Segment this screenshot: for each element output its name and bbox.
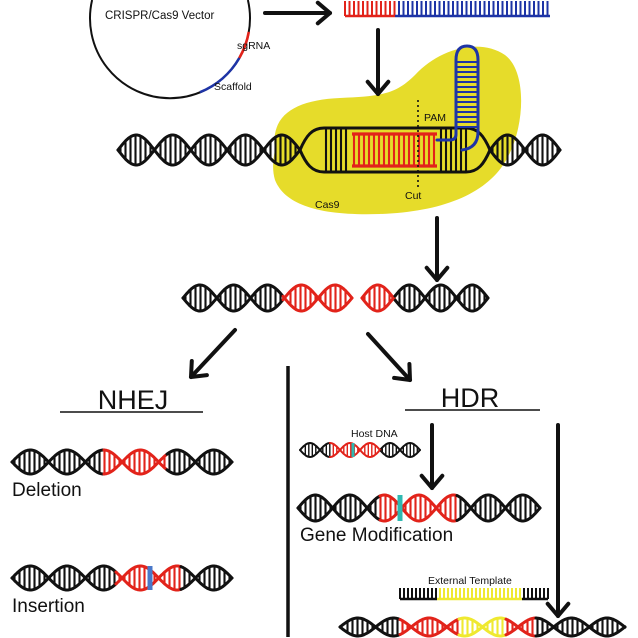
gene-modification-marker (397, 495, 403, 521)
cut-dna-left-strand (181, 283, 285, 313)
host-dna-strand (299, 442, 331, 458)
target-dna-complex (116, 44, 562, 174)
unwound-bottom-strand (298, 148, 492, 174)
deletion-dna-strand (102, 448, 169, 476)
plasmid-sgrna-segment (238, 31, 251, 59)
deletion-dna-strand (10, 448, 106, 476)
deletion-dna-strand (102, 448, 169, 476)
deletion-dna-strand (10, 448, 106, 476)
host-dna-strand (380, 442, 421, 458)
template-integrated-dna-strand (534, 616, 627, 638)
external-template-label: External Template (428, 575, 512, 587)
cas9-label: Cas9 (315, 199, 340, 211)
insertion-dna-strand (10, 564, 118, 592)
host-dna-strand (329, 442, 382, 458)
cut-to-hdr-arrow-head (392, 362, 412, 382)
template-integrated-dna-strand (398, 617, 461, 638)
gene-modification-dna-strand (455, 493, 542, 523)
cut-dna-right-strand (360, 283, 397, 302)
sgrna-to-cas9-arrow-head (365, 79, 391, 96)
cut-dna-right-strand (360, 294, 397, 313)
template-integrated-dna-strand (338, 616, 402, 638)
cut-dna-left-strand (281, 283, 354, 313)
gene-modification-dna-strand (378, 493, 459, 523)
scaffold-label: Scaffold (214, 81, 252, 93)
cut-to-hdr-arrow-shaft (366, 332, 412, 382)
host-dna-marker (351, 443, 355, 457)
host-dna-strand (299, 442, 331, 458)
cut-to-nhej-arrow-shaft (189, 328, 237, 379)
pam-label: PAM (424, 112, 446, 124)
plasmid-scaffold-segment (199, 57, 241, 94)
target-dna-right-strand (488, 133, 562, 167)
gene-modification-dna-strand (296, 493, 382, 523)
cut-label: Cut (405, 190, 421, 202)
scaffold-hairpin (435, 44, 480, 152)
cas9-protein (273, 46, 522, 215)
template-integrated-dna-strand (534, 616, 627, 638)
deletion-label: Deletion (12, 480, 82, 501)
gene-modification-label: Gene Modification (300, 525, 453, 546)
insertion-dna-strand (179, 564, 234, 591)
target-dna-left-strand (116, 133, 302, 167)
cut-dna-left-strand (181, 283, 285, 313)
host-dna-strand (329, 442, 382, 458)
insertion-dna-strand (179, 565, 234, 592)
vector-to-sgrna-arrow-head (315, 0, 332, 26)
sgrna-label: sgRNA (237, 40, 270, 52)
gene-modification-dna-strand (378, 493, 459, 523)
nhej-outcomes (10, 448, 234, 592)
vector-plasmid (89, 0, 251, 100)
vector-label: CRISPR/Cas9 Vector (105, 10, 214, 22)
hdr-outcomes (296, 442, 627, 638)
template-to-integration-arrow-head (545, 601, 571, 618)
insertion-dna-strand (10, 564, 118, 592)
cas9-to-cut-arrow-head (424, 265, 450, 282)
cut-dna (181, 283, 490, 313)
deletion-dna-strand (165, 448, 234, 476)
deletion-dna-strand (165, 448, 234, 476)
insertion-label: Insertion (12, 596, 85, 617)
template-integrated-dna-strand (504, 616, 538, 637)
host-dna-label: Host DNA (351, 428, 398, 440)
nhej-title: NHEJ (98, 385, 169, 415)
process-arrows (189, 0, 571, 618)
template-integrated-dna-strand (338, 616, 402, 638)
template-integrated-dna-strand (504, 617, 538, 638)
template-integrated-dna-strand (398, 616, 461, 637)
cut-to-nhej-arrow-head (189, 359, 209, 379)
cut-dna-right-strand (393, 283, 490, 313)
cut-dna-right-strand (393, 283, 490, 313)
sgrna-transcript (344, 1, 550, 18)
insertion-marker (147, 566, 153, 590)
template-integrated-dna-strand (457, 616, 508, 638)
target-dna-left-strand (116, 133, 302, 167)
host-to-modification-arrow-head (419, 473, 445, 490)
hdr-title: HDR (441, 383, 500, 413)
unwound-top-strand (298, 126, 492, 152)
